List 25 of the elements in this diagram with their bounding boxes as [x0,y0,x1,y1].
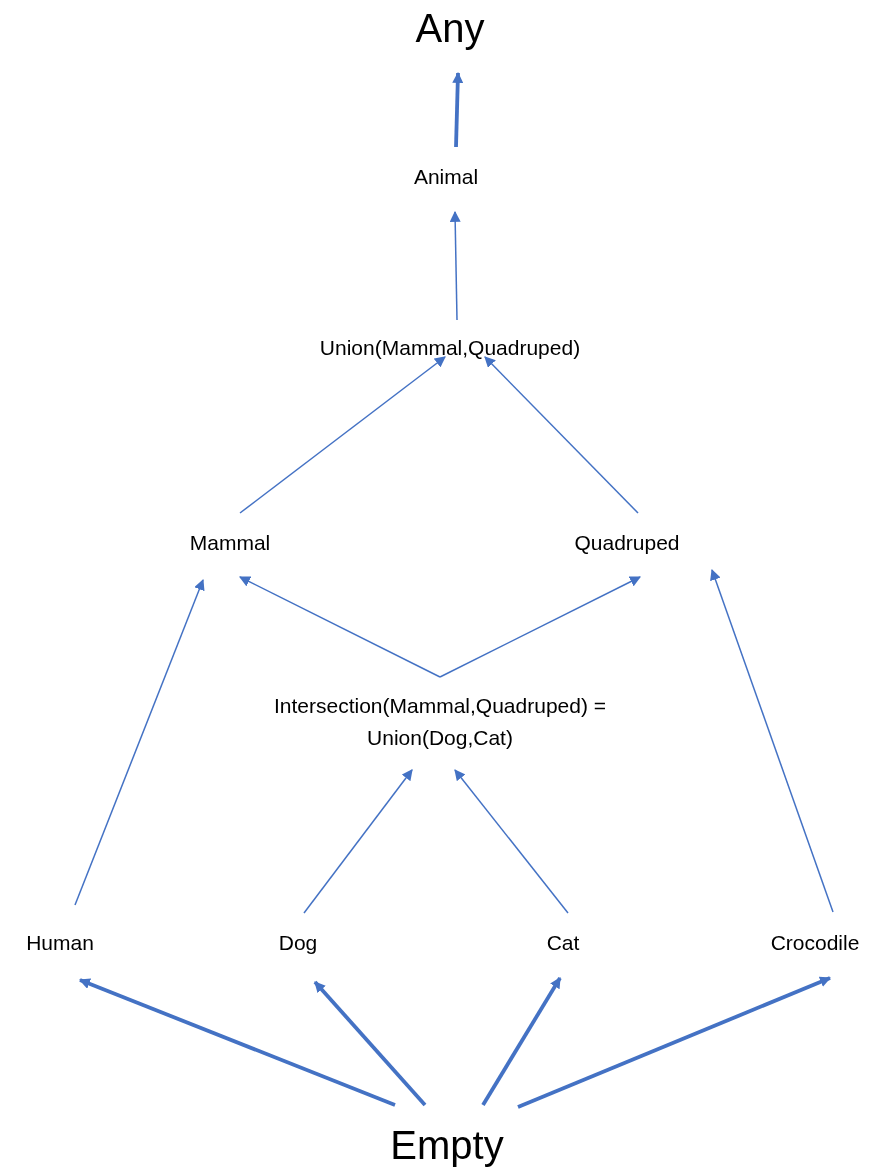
type-label: Dog [278,927,318,959]
type-label: Intersection(Mammal,Quadruped) = Union(Dog,Cat) [250,690,630,754]
type-label: Crocodile [770,927,860,959]
arrow [481,977,562,1106]
type-label: Animal [413,161,479,193]
arrow [517,976,831,1109]
arrow [484,356,639,514]
arrow [449,210,461,321]
arrow [239,356,446,514]
arrow [313,980,427,1107]
arrow [239,576,441,678]
arrow [452,71,464,148]
type-label: Any [415,0,485,58]
arrow [74,579,205,906]
arrow [79,978,396,1107]
arrow [710,568,834,913]
arrow [439,576,641,678]
arrow [454,769,569,914]
type-label: Cat [546,927,580,959]
type-label: Mammal [189,527,271,559]
type-label: Empty [390,1115,504,1172]
type-label: Quadruped [574,527,680,559]
arrow [303,769,413,914]
type-label: Union(Mammal,Quadruped) [319,332,581,364]
type-label: Human [26,927,94,959]
